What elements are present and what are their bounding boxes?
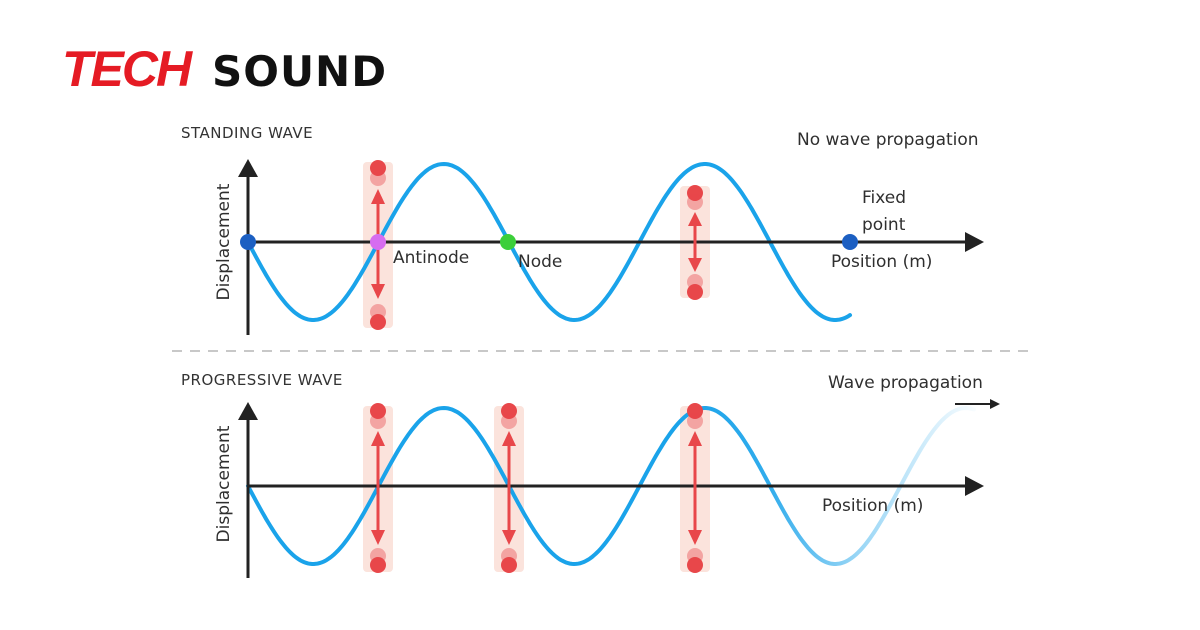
progressive-wave-title: PROGRESSIVE WAVE xyxy=(181,371,343,389)
standing-wave-curve xyxy=(246,161,852,323)
progressive-x-axis-arrowhead xyxy=(965,476,984,496)
fixed-point-label-line-1: Fixed xyxy=(862,188,906,208)
techsound-logo: TECH SOUND xyxy=(62,41,387,97)
standing-wave-section: STANDING WAVE No wave propagation Displa… xyxy=(181,124,984,335)
propagation-direction-arrow xyxy=(955,399,1000,409)
oscillation-arrow-1 xyxy=(370,403,386,573)
fixed-point-right-dot xyxy=(842,234,858,250)
progressive-x-axis-label: Position (m) xyxy=(822,496,923,516)
oscillation-arrow-3 xyxy=(687,403,703,573)
antinode-dot xyxy=(370,234,386,250)
standing-x-axis-label: Position (m) xyxy=(831,252,932,272)
fixed-point-left-dot xyxy=(240,234,256,250)
standing-wave-title: STANDING WAVE xyxy=(181,124,313,142)
progressive-wave-section: PROGRESSIVE WAVE Wave propagation Displa… xyxy=(181,371,1000,578)
antinode-label: Antinode xyxy=(393,248,469,268)
wave-propagation-note: Wave propagation xyxy=(828,373,983,393)
standing-y-axis-arrowhead xyxy=(238,159,258,177)
logo-tech-text: TECH xyxy=(62,41,193,97)
antinode-vibration-arrow-2 xyxy=(687,185,703,300)
logo-sound-text: SOUND xyxy=(212,47,387,96)
oscillation-arrow-2 xyxy=(501,403,517,573)
node-label: Node xyxy=(518,252,562,272)
node-dot xyxy=(500,234,516,250)
progressive-wave-curve xyxy=(246,405,976,567)
progressive-y-axis-label: Displacement xyxy=(214,425,234,542)
standing-y-axis-label: Displacement xyxy=(214,183,234,300)
no-propagation-note: No wave propagation xyxy=(797,130,979,150)
standing-x-axis-arrowhead xyxy=(965,232,984,252)
progressive-y-axis-arrowhead xyxy=(238,402,258,420)
fixed-point-label-line-2: point xyxy=(862,215,906,235)
